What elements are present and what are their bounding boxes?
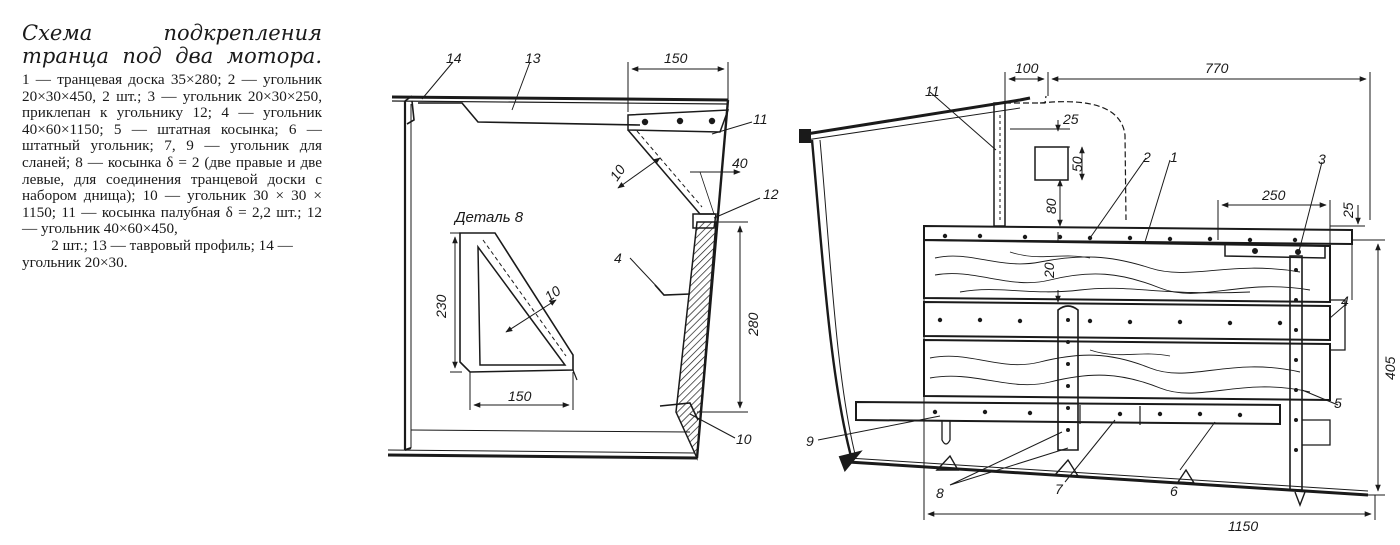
dim-25-right: 25 [1340, 202, 1356, 219]
dim-20: 20 [1041, 262, 1057, 279]
label-4-left: 4 [614, 250, 622, 266]
bottom-view [847, 460, 1369, 497]
caption-title-line-2: транца под два мотора. [22, 44, 322, 68]
dim-100: 100 [1015, 60, 1039, 76]
dim-40: 40 [732, 155, 748, 171]
dim-25-top: 25 [1062, 111, 1079, 127]
label-10: 10 [736, 431, 752, 447]
transom-view [799, 72, 1385, 520]
transom-board [675, 221, 717, 461]
dim-1150: 1150 [1228, 518, 1258, 534]
label-14: 14 [446, 50, 462, 66]
label-5: 5 [1334, 395, 1342, 411]
dim-50: 50 [1069, 156, 1085, 172]
tee-profile-13 [418, 102, 641, 126]
label-1: 1 [1170, 149, 1178, 165]
deck-sheer [799, 96, 1031, 137]
label-6: 6 [1170, 483, 1178, 499]
angle-4-view [923, 300, 1331, 342]
dim-770: 770 [1205, 60, 1229, 76]
dim-250: 250 [1261, 187, 1286, 203]
label-11-left: 11 [753, 111, 768, 127]
label-4-right: 4 [1341, 293, 1349, 309]
angle-14 [404, 95, 415, 125]
deck-line [391, 95, 729, 102]
dim-10-detail: 10 [542, 282, 564, 304]
dim-150-detail: 150 [508, 388, 532, 404]
detail-8-title: Деталь 8 [453, 209, 524, 226]
bottom-line [387, 453, 698, 460]
label-13: 13 [525, 50, 541, 66]
detail-8 [450, 232, 578, 410]
label-2: 2 [1142, 149, 1151, 165]
box-50 [1034, 146, 1069, 181]
section-view [387, 61, 761, 461]
angle-10-section [659, 402, 699, 421]
dim-405: 405 [1382, 356, 1398, 380]
figure-caption: Схема подкрепления транца под два мотора… [22, 22, 322, 271]
transom-board-lower [923, 338, 1331, 402]
caption-legend: 1 — транцевая доска 35×280; 2 — угольник… [22, 71, 322, 271]
label-8: 8 [936, 485, 944, 501]
angle-9-view [855, 400, 1281, 426]
caption-legend-last-line: 2 шт.; 13 — тавровый профиль; 14 — уголь… [22, 236, 293, 271]
label-12: 12 [763, 186, 779, 202]
caption-title: Схема подкрепления транца под два мотора… [22, 22, 322, 68]
dim-280: 280 [745, 312, 761, 337]
label-9: 9 [806, 433, 814, 449]
dim-150-top: 150 [664, 50, 688, 66]
label-3: 3 [1318, 151, 1326, 167]
dim-80: 80 [1043, 198, 1059, 214]
caption-title-line-1: Схема подкрепления [22, 21, 322, 45]
transom-board-1 [923, 238, 1331, 304]
caption-legend-text: 1 — транцевая доска 35×280; 2 — угольник… [22, 71, 322, 238]
hull-side [810, 139, 854, 461]
dim-230: 230 [433, 294, 449, 319]
dim-10-left: 10 [606, 162, 628, 184]
angle-4-section [654, 284, 691, 296]
label-7: 7 [1055, 481, 1064, 497]
gusset-5-view [1289, 255, 1303, 491]
label-11-right: 11 [925, 83, 940, 99]
